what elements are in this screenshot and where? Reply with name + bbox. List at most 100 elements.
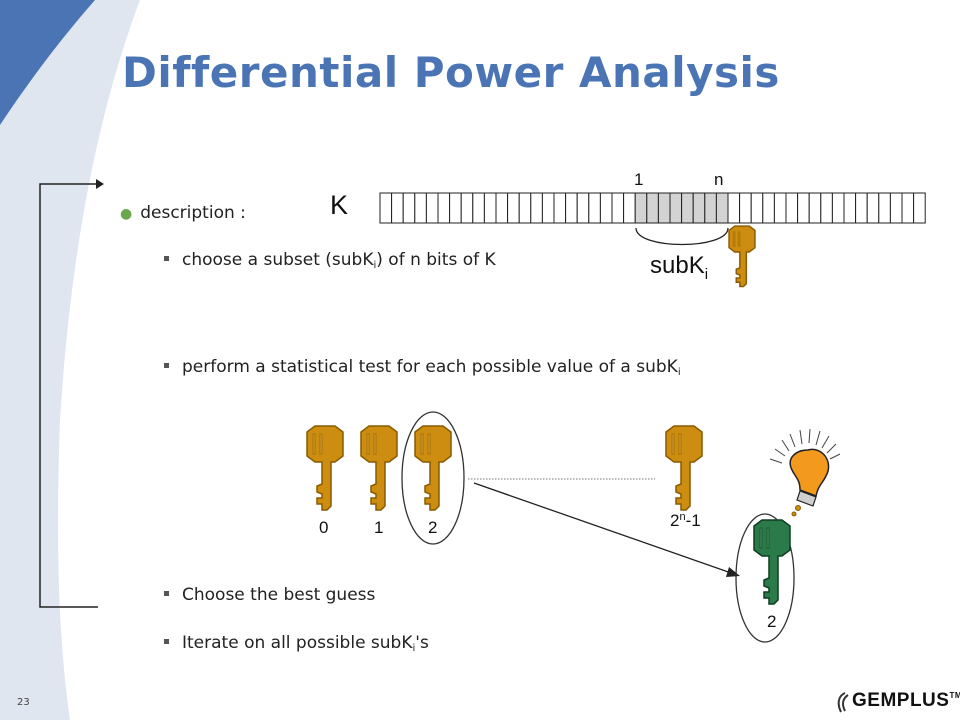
key-bit-cell (704, 192, 717, 224)
candidate-label-last-base: 2 (670, 511, 680, 530)
key-bit-cell (762, 192, 775, 224)
key-bit-cell (449, 192, 462, 224)
candidate-label-last-suffix: -1 (685, 511, 701, 530)
candidate-key-icon-1 (360, 425, 398, 511)
sub-bullet-text: perform a statistical test for each poss… (182, 357, 678, 377)
sub-bullet-marker (164, 362, 169, 368)
key-bit-cell (750, 192, 764, 224)
slide-title: Differential Power Analysis (122, 48, 780, 97)
chosen-key-label: 2 (767, 612, 777, 631)
subkey-label: subKi (650, 252, 708, 283)
bullet-description: ● description : (120, 203, 246, 223)
sub-bullet-subscript: i (412, 643, 416, 654)
key-bit-cell (773, 192, 787, 224)
key-label: K (330, 190, 349, 220)
key-bit-cell (541, 192, 555, 224)
key-bit-cell (797, 192, 810, 224)
lightbulb-icon (769, 428, 841, 517)
candidate-key-icon-2 (414, 425, 452, 511)
key-bit-cell (692, 192, 706, 224)
background-swoosh (0, 0, 140, 720)
sub-bullet-text: Iterate on all possible subK (182, 633, 413, 653)
subkey-label-subscript: i (704, 266, 709, 283)
sub-bullet-best-guess: Choose the best guess (164, 585, 375, 605)
iteration-loop-line (39, 183, 98, 608)
subkey-key-icon (728, 225, 756, 288)
bit-end-label: n (714, 170, 724, 189)
candidate-label-0: 0 (319, 518, 329, 537)
candidate-label-1: 1 (374, 518, 384, 537)
key-bit-cell (518, 192, 532, 224)
selected-candidate-ellipse (401, 411, 465, 545)
key-bit-cell (507, 192, 520, 224)
result-ellipse (735, 513, 795, 643)
key-bit-cell (657, 192, 671, 224)
bullet-dot: ● (120, 206, 133, 222)
key-bit-cell (402, 192, 416, 224)
key-bit-cell (739, 192, 752, 224)
key-bit-cell (623, 192, 636, 224)
sub-bullet-text-suffix: ) of n bits of K (376, 250, 496, 270)
key-bit-cell (866, 192, 880, 224)
gemplus-logo-text: GEMPLUS (852, 690, 950, 711)
key-bit-cell (472, 192, 485, 224)
sub-bullet-text: choose a subset (subK (182, 250, 374, 270)
key-bit-cell (495, 192, 509, 224)
candidate-key-icon-last (665, 425, 703, 511)
subkey-label-text: subK (650, 252, 705, 279)
key-bit-cell (530, 192, 543, 224)
bullet-text: description : (140, 203, 246, 223)
key-bit-cell (553, 192, 567, 224)
page-number: 23 (17, 697, 30, 708)
best-guess-key-icon (753, 519, 791, 605)
key-bit-cell (414, 192, 427, 224)
key-bit-cell (901, 192, 915, 224)
gemplus-logo-tm: TM (949, 691, 960, 700)
key-bit-cell (646, 192, 659, 224)
key-bit-cell (576, 192, 590, 224)
background-corner (0, 0, 95, 125)
key-bit-cell (483, 192, 497, 224)
sub-bullet-text: Choose the best guess (182, 585, 376, 605)
key-bit-cell (379, 192, 393, 224)
gemplus-logo: GEMPLUSTM (852, 690, 960, 712)
key-bit-cell (565, 192, 578, 224)
key-bit-cell (808, 192, 822, 224)
sub-bullet-marker (164, 590, 169, 596)
key-bit-cell (913, 192, 926, 224)
key-bit-cell (681, 192, 694, 224)
key-bit-cell (843, 192, 857, 224)
bit-start-label: 1 (634, 170, 644, 189)
key-bit-cell (878, 192, 891, 224)
best-guess-arrowhead (726, 567, 740, 577)
sub-bullet-statistical-test: perform a statistical test for each poss… (164, 357, 681, 378)
sub-bullet-subscript: i (373, 260, 377, 271)
sub-bullet-choose-subset: choose a subset (subKi) of n bits of K (164, 250, 496, 271)
key-bit-cell (391, 192, 404, 224)
sub-bullet-subscript: i (677, 367, 681, 378)
key-bit-cell (634, 192, 648, 224)
key-bit-cell (437, 192, 451, 224)
best-guess-arrow (473, 482, 735, 575)
sub-bullet-marker (164, 638, 169, 644)
key-bit-cell (889, 192, 903, 224)
candidate-key-icon-0 (306, 425, 344, 511)
key-bit-cell (855, 192, 868, 224)
key-bit-cell (727, 192, 741, 224)
iteration-loop-arrowhead (96, 179, 104, 189)
key-bit-cell (785, 192, 799, 224)
key-bit-cell (611, 192, 625, 224)
key-bit-cell (715, 192, 729, 224)
candidate-label-last: 2n-1 (670, 511, 701, 531)
gemplus-logo-mark (837, 692, 849, 713)
key-bit-cell (425, 192, 439, 224)
key-bit-cell (820, 192, 833, 224)
sub-bullet-iterate: Iterate on all possible subKi's (164, 633, 429, 654)
key-bit-cell (599, 192, 613, 224)
candidate-label-last-exponent: n (679, 511, 686, 523)
candidate-label-2: 2 (428, 518, 438, 537)
key-bit-cell (831, 192, 845, 224)
key-bit-cell (669, 192, 683, 224)
